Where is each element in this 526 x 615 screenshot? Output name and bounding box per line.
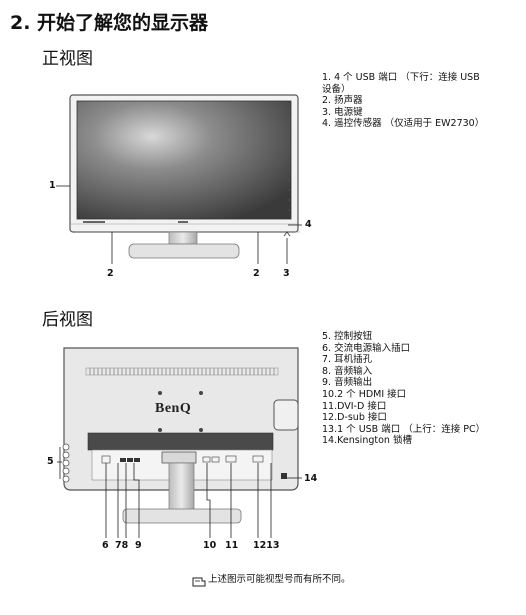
list-item: 12.D-sub 接口	[322, 412, 387, 424]
callout-5: 5	[47, 456, 54, 467]
callout-11: 11	[225, 540, 239, 551]
callout-10: 10	[203, 540, 217, 551]
list-item: 6. 交流电源输入插口	[322, 342, 411, 354]
back-view-heading: 后视图	[42, 310, 93, 330]
callout-4: 4	[305, 219, 312, 230]
callout-1: 1	[49, 180, 56, 191]
callout-2: 2	[107, 268, 114, 279]
callout-9: 9	[135, 540, 142, 551]
front-view-heading: 正视图	[42, 49, 93, 69]
back-monitor	[62, 347, 299, 524]
callout-14: 14	[304, 473, 318, 484]
list-item: 4. 遥控传感器 （仅适用于 EW2730）	[322, 118, 485, 130]
note-text: 上述图示可能视型号而有所不同。	[208, 574, 351, 585]
list-item: 设备）	[322, 83, 351, 95]
front-parts-list: 1. 4 个 USB 端口 （下行：连接 USB 设备） 2. 扬声器 3. 电…	[322, 72, 484, 130]
front-monitor	[69, 94, 300, 259]
list-item: 9. 音频输出	[322, 377, 373, 389]
callout-3: 3	[283, 268, 290, 279]
list-item: 2. 扬声器	[322, 95, 363, 107]
callout-2: 2	[253, 268, 260, 279]
callout-6: 6	[102, 540, 109, 551]
list-item: 5. 控制按钮	[322, 331, 373, 342]
list-item: 14.Kensington 锁槽	[322, 435, 412, 447]
back-parts-list: 5. 控制按钮 6. 交流电源输入插口 7. 耳机插孔 8. 音频输入 9. 音…	[322, 331, 485, 447]
list-item: 1. 4 个 USB 端口 （下行：连接 USB	[322, 72, 480, 83]
section-title: 2. 开始了解您的显示器	[10, 12, 209, 34]
callout-12-13: 1213	[253, 540, 280, 551]
callout-7-8: 78	[115, 540, 129, 551]
note-icon	[192, 572, 206, 591]
list-item: 3. 电源键	[322, 106, 363, 118]
list-item: 8. 音频输入	[322, 365, 373, 377]
list-item: 13.1 个 USB 端口 （上行：连接 PC）	[322, 423, 486, 435]
list-item: 10.2 个 HDMI 接口	[322, 388, 407, 400]
brand-logo: BenQ	[155, 401, 192, 416]
list-item: 11.DVI-D 接口	[322, 400, 387, 412]
list-item: 7. 耳机插孔	[322, 354, 373, 366]
